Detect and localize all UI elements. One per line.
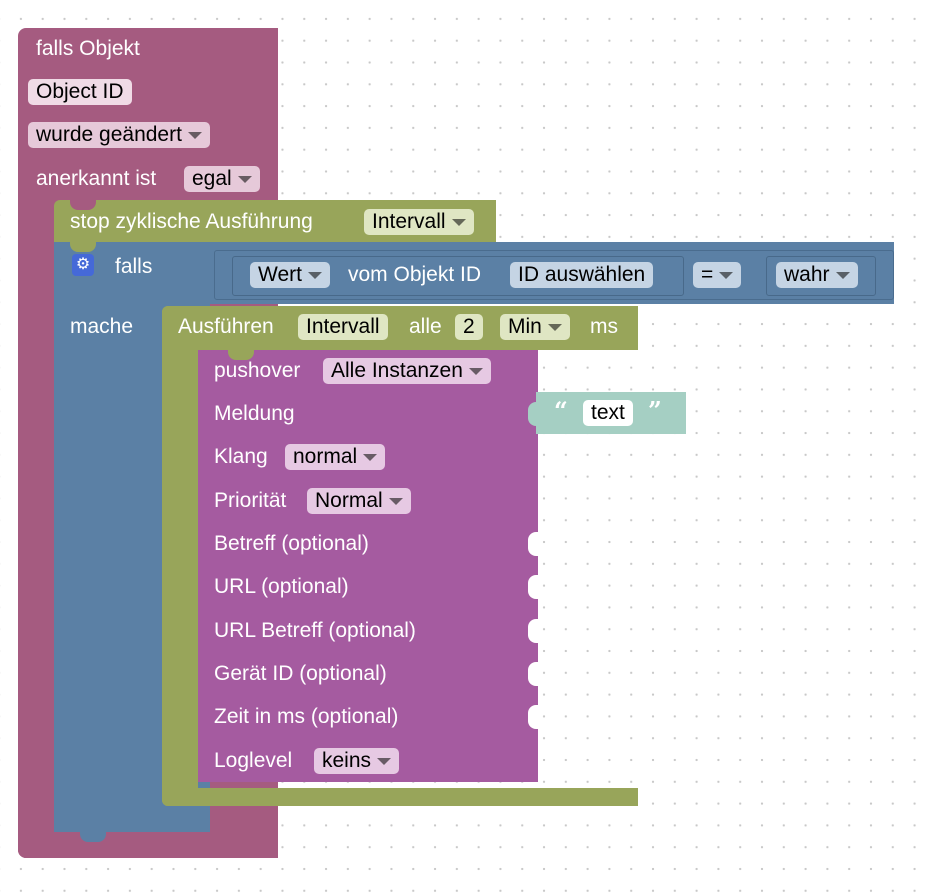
instance-dropdown[interactable]: Alle Instanzen [323, 358, 491, 384]
vom-objekt-label: vom Objekt ID [348, 263, 482, 286]
input-socket-meldung[interactable] [528, 402, 538, 426]
pushover-notch [228, 350, 254, 360]
operator-dropdown[interactable]: = [693, 262, 742, 288]
unit-dropdown[interactable]: Min [500, 314, 570, 340]
if-notch [70, 242, 96, 252]
zeit-label: Zeit in ms (optional) [214, 705, 399, 728]
count-field[interactable]: 2 [455, 314, 483, 340]
ms-label: ms [590, 315, 618, 338]
quote-open-icon: “ [554, 396, 568, 425]
if-mache-label: mache [70, 315, 134, 338]
text-field[interactable]: text [583, 400, 633, 426]
object-id-field[interactable]: Object ID [28, 79, 132, 105]
input-socket-url-betreff[interactable] [528, 619, 538, 643]
geraet-label: Gerät ID (optional) [214, 662, 387, 685]
trigger-title: falls Objekt [36, 37, 140, 60]
prio-label: Priorität [214, 489, 287, 512]
pushover-block[interactable] [198, 350, 538, 782]
bool-dropdown[interactable]: wahr [776, 262, 858, 288]
input-socket-betreff[interactable] [528, 532, 538, 556]
interval-label: Ausführen [178, 315, 274, 338]
loglevel-dropdown[interactable]: keins [314, 748, 400, 774]
ack-label: anerkannt ist [36, 167, 157, 190]
alle-label: alle [409, 315, 442, 338]
interval-footer [162, 788, 638, 806]
quote-close-icon: ” [648, 396, 662, 425]
gear-icon[interactable]: ⚙ [72, 254, 94, 276]
stop-interval-dropdown[interactable]: Intervall [364, 209, 474, 235]
input-socket-geraet[interactable] [528, 662, 538, 686]
id-select-field[interactable]: ID auswählen [510, 262, 654, 288]
klang-label: Klang [214, 445, 268, 468]
interval-name-field[interactable]: Intervall [298, 314, 388, 340]
trigger-block-bottom [18, 838, 278, 858]
wert-dropdown[interactable]: Wert [250, 262, 330, 288]
stop-label: stop zyklische Ausführung [70, 210, 313, 233]
url-betreff-label: URL Betreff (optional) [214, 619, 416, 642]
changed-dropdown[interactable]: wurde geändert [28, 122, 210, 148]
if-bottom-notch [80, 832, 106, 842]
input-socket-url[interactable] [528, 575, 538, 599]
if-falls-label: falls [115, 255, 153, 278]
url-label: URL (optional) [214, 575, 349, 598]
prio-dropdown[interactable]: Normal [307, 488, 411, 514]
ack-dropdown[interactable]: egal [184, 166, 260, 192]
interval-block[interactable] [162, 306, 198, 806]
betreff-label: Betreff (optional) [214, 532, 369, 555]
input-socket-zeit[interactable] [528, 705, 538, 729]
meldung-label: Meldung [214, 402, 295, 425]
pushover-label: pushover [214, 359, 301, 382]
stop-notch [70, 200, 96, 210]
klang-dropdown[interactable]: normal [285, 444, 386, 470]
loglevel-label: Loglevel [214, 749, 293, 772]
